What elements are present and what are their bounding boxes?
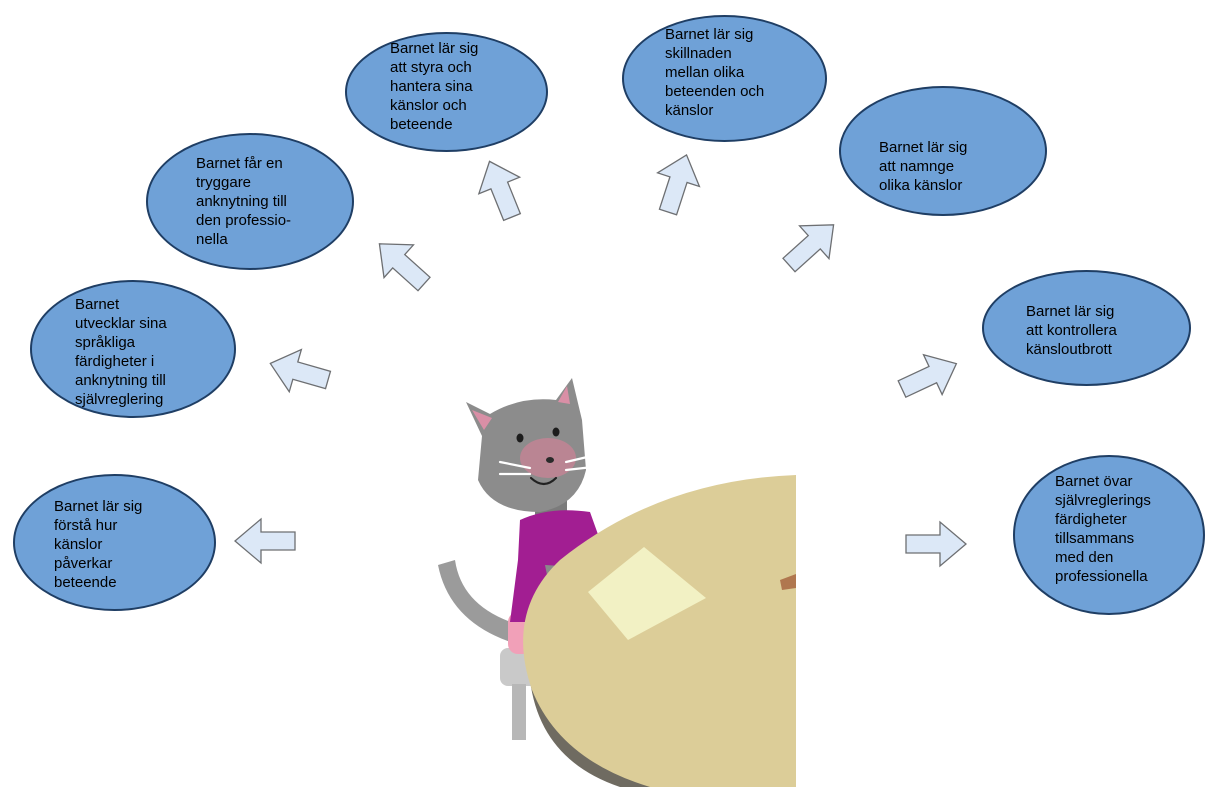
arrow-to-ovar bbox=[905, 521, 967, 567]
bubble-styra-text: Barnet lär sig att styra och hantera sin… bbox=[390, 40, 479, 133]
bubble-kontrollera bbox=[982, 270, 1191, 386]
arrow-to-kontrollera bbox=[892, 343, 967, 410]
bubble-ovar-text: Barnet övar självreglerings färdigheter … bbox=[1055, 473, 1151, 585]
bubble-namnge bbox=[839, 86, 1047, 216]
bubble-styra bbox=[345, 32, 548, 152]
bubble-kontrollera-text: Barnet lär sig att kontrollera känsloutb… bbox=[1026, 303, 1117, 358]
bubble-anknytning-text: Barnet får en tryggare anknytning till d… bbox=[196, 155, 292, 248]
round-table bbox=[523, 475, 796, 787]
paper-sheet bbox=[588, 547, 706, 640]
arrow-to-sprakliga bbox=[263, 341, 335, 402]
tail-shape bbox=[438, 560, 520, 645]
bubble-sprakliga-text: Barnet utvecklar sina språkliga färdighe… bbox=[75, 296, 167, 408]
arrow-to-anknytning bbox=[364, 226, 440, 301]
bubble-skillnaden bbox=[622, 15, 827, 142]
arrow-to-skillnaden bbox=[646, 147, 709, 220]
arrow-to-forsta bbox=[234, 518, 296, 564]
bubble-sprakliga bbox=[30, 280, 236, 418]
bubble-anknytning bbox=[146, 133, 354, 270]
cat-illustration bbox=[438, 378, 796, 787]
bubble-skillnaden-text: Barnet lär sig skillnaden mellan olika b… bbox=[665, 26, 765, 119]
arrow-to-namnge bbox=[773, 207, 849, 282]
stool-leg bbox=[512, 684, 526, 740]
bubble-forsta bbox=[13, 474, 216, 611]
bubble-ovar bbox=[1013, 455, 1205, 615]
arrow-to-styra bbox=[468, 152, 534, 226]
cat-head bbox=[466, 378, 604, 512]
cat-eye-left bbox=[516, 433, 524, 443]
bubble-forsta-text: Barnet lär sig förstå hur känslor påverk… bbox=[54, 498, 143, 591]
cat-eye-right bbox=[552, 427, 560, 437]
bubble-namnge-text: Barnet lär sig att namnge olika känslor bbox=[879, 139, 968, 194]
